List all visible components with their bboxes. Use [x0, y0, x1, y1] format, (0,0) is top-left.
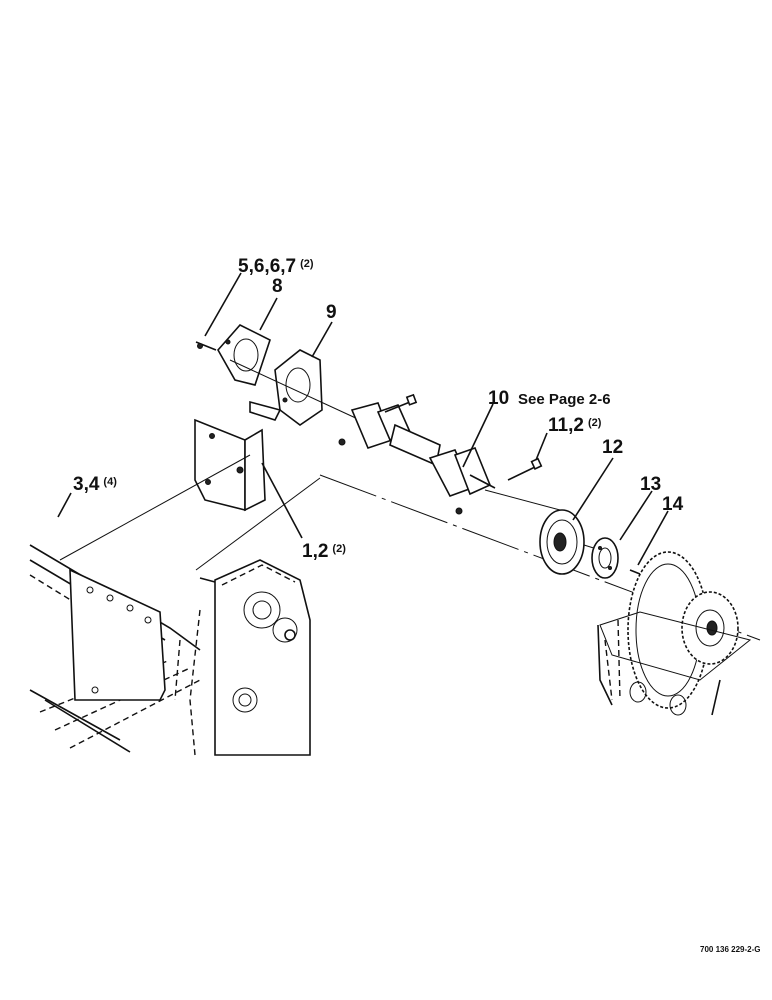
callout-8: 8 — [272, 276, 283, 297]
callout-10-note: See Page 2-6 — [518, 391, 611, 408]
callout-12: 12 — [602, 437, 623, 458]
document-id: 700 136 229-2-G — [700, 945, 761, 954]
plate-8 — [217, 324, 271, 386]
callout-14: 14 — [662, 494, 684, 515]
callout-13: 13 — [640, 474, 661, 495]
hub-13 — [591, 537, 619, 579]
plate-9 — [249, 349, 323, 426]
bolt-upper — [384, 401, 411, 413]
bolt-11 — [507, 457, 543, 481]
callout-10: 10 — [488, 388, 509, 409]
left-frame-assembly — [29, 418, 321, 756]
callout-11-2: 11,2(2) — [548, 415, 602, 436]
pulley-12 — [539, 509, 585, 575]
bolt-5-6-7 — [195, 341, 217, 351]
key-14 — [629, 569, 641, 575]
callout-9: 9 — [326, 302, 337, 323]
leader-lines — [57, 272, 669, 566]
callout-3-4: 3,4(4) — [73, 474, 117, 495]
drive-shaft-10 — [338, 402, 496, 515]
callout-1-2: 1,2(2) — [302, 541, 346, 562]
right-gear-assembly — [597, 551, 752, 716]
callout-5-6-6-7: 5,6,6,7(2) — [238, 256, 314, 277]
